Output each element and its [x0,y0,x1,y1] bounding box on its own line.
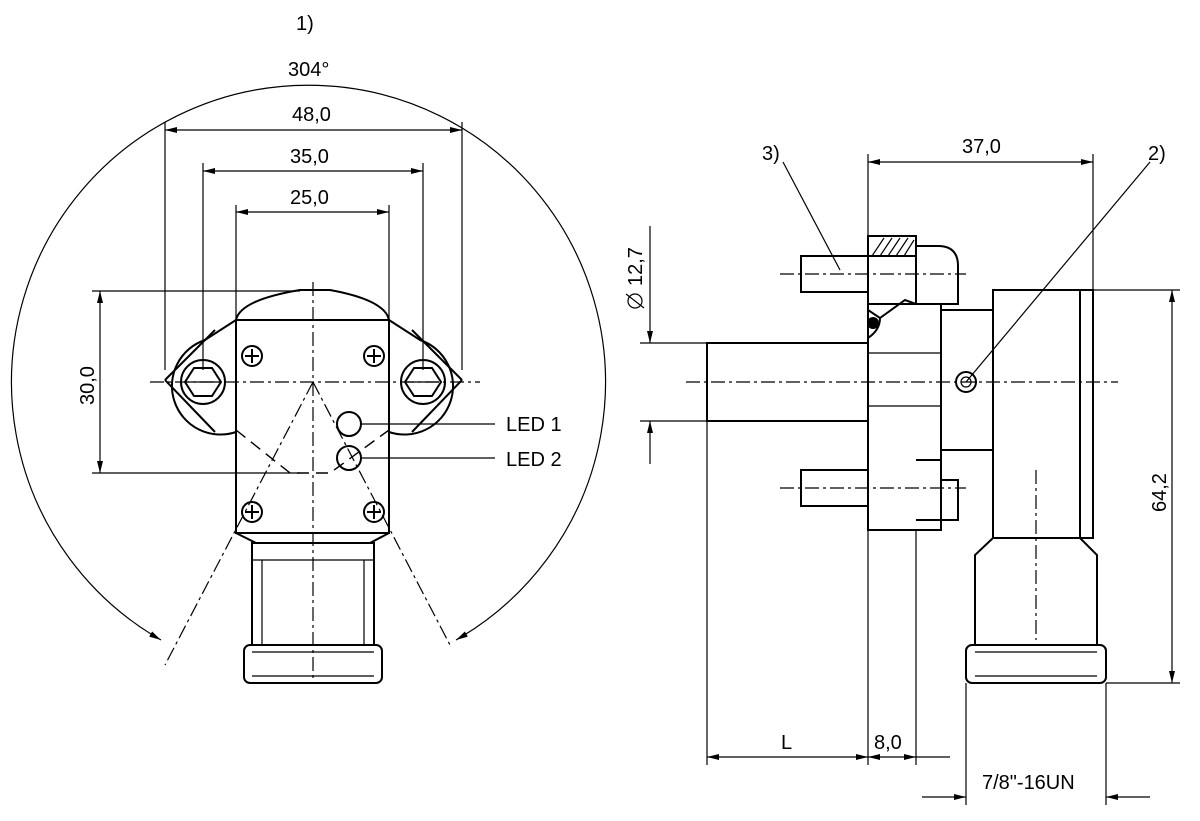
o-ring [867,317,879,329]
thread-label: 7/8"-16UN [982,772,1075,794]
height-30-label: 30,0 [77,366,99,405]
screw-br [363,501,385,523]
diameter-label: 12,7 [625,247,647,309]
angle-label: 304° [288,59,329,81]
width-48-label: 48,0 [292,104,331,126]
note-3-label: 3) [762,143,780,165]
front-view [10,84,607,684]
screw-tl [241,345,263,367]
screw-tr [363,345,385,367]
length-L-label: L [781,732,792,754]
led-1-label: LED 1 [506,414,562,436]
width-25-label: 25,0 [290,187,329,209]
width-35-label: 35,0 [290,146,329,168]
led-2-label: LED 2 [506,449,562,471]
note-2-label: 2) [1148,143,1166,165]
side-view [640,154,1180,805]
note-1-label: 1) [296,13,314,35]
width-37-label: 37,0 [962,136,1001,158]
flange-8-label: 8,0 [874,732,902,754]
diameter-icon [625,293,645,309]
screw-bl [241,501,263,523]
diameter-value: 12,7 [625,247,647,286]
led-1-indicator [336,411,362,437]
height-64-label: 64,2 [1149,473,1171,512]
swing-arc [10,84,607,641]
